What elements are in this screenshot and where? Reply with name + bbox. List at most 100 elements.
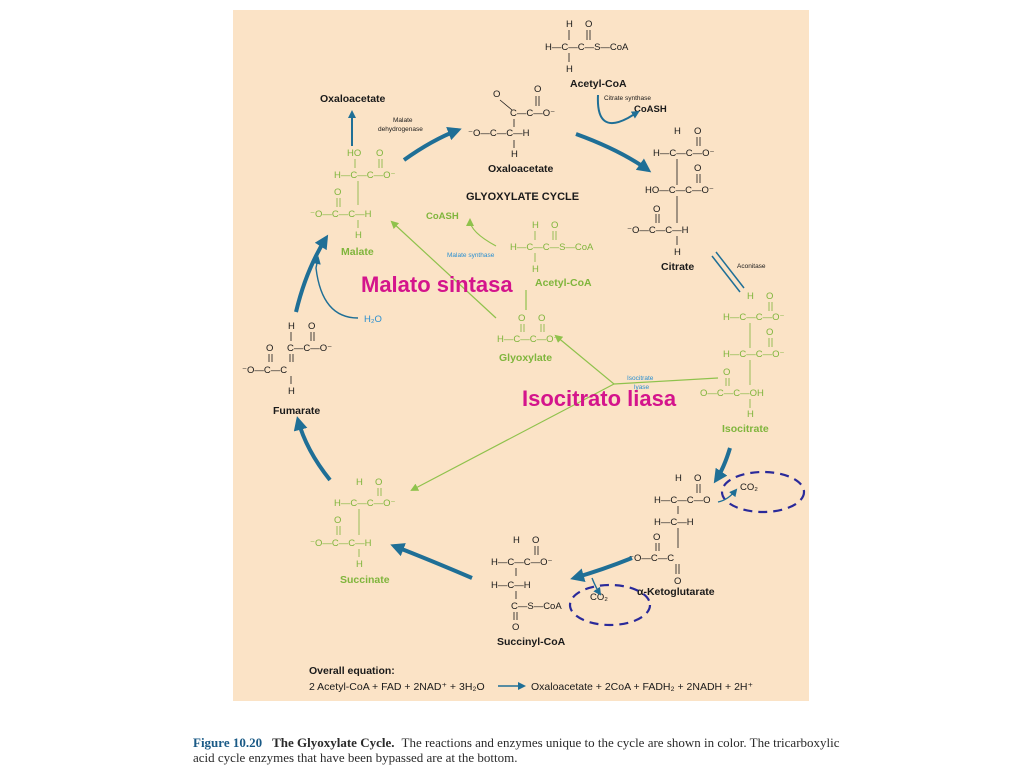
overall-equation-products: Oxaloacetate + 2CoA + FADH₂ + 2NADH + 2H…	[531, 681, 754, 693]
figure-title: The Glyoxylate Cycle.	[272, 735, 395, 750]
co2-a-label: CO₂	[740, 482, 758, 493]
svg-text:C—C—O⁻: C—C—O⁻	[510, 108, 555, 119]
aconitase-label: Aconitase	[737, 263, 766, 270]
svg-text:⁻O—C—C—H: ⁻O—C—C—H	[310, 209, 372, 220]
svg-text:O: O	[694, 163, 701, 174]
svg-text:H: H	[355, 230, 362, 241]
svg-text:H: H	[513, 535, 520, 546]
glyoxylate-structure: O O H—C—C—O⁻	[497, 313, 559, 345]
h2o-label: H₂O	[364, 314, 382, 325]
coash-top-label: CoASH	[634, 104, 667, 115]
isocitrate-lyase-label-line1: Isocitrate	[627, 375, 654, 382]
ketoglutarate-to-succinyl-coa-arrow	[570, 556, 633, 582]
citrate-label: Citrate	[661, 261, 694, 273]
svg-text:⁻O—C—C—H: ⁻O—C—C—H	[627, 225, 689, 236]
svg-text:H—C—C—O⁻: H—C—C—O⁻	[334, 170, 396, 181]
svg-text:⁻O—C—C: ⁻O—C—C	[242, 365, 287, 376]
malate-to-oxaloacetate-cycle-arrow	[402, 127, 462, 162]
glyoxylate-label: Glyoxylate	[499, 352, 552, 364]
fumarate-label: Fumarate	[273, 405, 320, 417]
isocitrato-liasa-annotation: Isocitrato liasa	[522, 386, 677, 411]
svg-text:H: H	[747, 409, 754, 420]
coash-inner-label: CoASH	[426, 211, 459, 222]
svg-text:H—C—C—O⁻: H—C—C—O⁻	[723, 312, 785, 323]
svg-text:H: H	[288, 386, 295, 397]
svg-text:O: O	[308, 321, 315, 332]
svg-text:O—C—C—OH: O—C—C—OH	[700, 388, 764, 399]
co2-a-release-arrow	[717, 488, 738, 503]
alpha-ketoglutarate-structure: H O H—C—C—O H—C—H O ⁻O—C—C O	[629, 473, 710, 587]
isocitrate-structure: H O H—C—C—O⁻ O H—C—C—O⁻ O O—C—C—OH H	[700, 291, 785, 420]
svg-text:O: O	[375, 477, 382, 488]
svg-text:⁻O—C—C—H: ⁻O—C—C—H	[468, 128, 530, 139]
malate-synthase-arrow	[390, 220, 497, 319]
malate-dehydrogenase-label-line1: Malate	[393, 117, 413, 124]
svg-text:H: H	[674, 126, 681, 137]
svg-text:C—C—O⁻: C—C—O⁻	[287, 343, 332, 354]
svg-text:HO—C—C—O⁻: HO—C—C—O⁻	[645, 185, 714, 196]
coash-inner-arrow	[466, 218, 497, 247]
figure-number: Figure 10.20	[193, 735, 263, 750]
coash-release-arrow	[596, 94, 640, 124]
malate-label: Malate	[341, 246, 374, 258]
svg-text:O: O	[532, 535, 539, 546]
isocitrate-lyase-line	[613, 377, 719, 385]
acetyl-coa-top-structure: H O H—C—C—S—CoA H	[545, 19, 629, 75]
svg-text:H: H	[747, 291, 754, 302]
citrate-structure: H O H—C—C—O⁻ O HO—C—C—O⁻ O ⁻O—C—C—H H	[627, 126, 715, 258]
svg-text:O: O	[766, 291, 773, 302]
svg-text:O: O	[266, 343, 273, 354]
svg-text:O: O	[518, 313, 525, 324]
svg-text:O: O	[653, 204, 660, 215]
svg-text:H: H	[532, 220, 539, 231]
alpha-ketoglutarate-label: α-Ketoglutarate	[637, 586, 715, 598]
svg-text:H—C—C—S—CoA: H—C—C—S—CoA	[545, 42, 629, 53]
isocitrate-lyase-label-line2: lyase	[634, 384, 650, 391]
svg-text:O: O	[538, 313, 545, 324]
svg-text:H—C—C—O⁻: H—C—C—O⁻	[497, 334, 559, 345]
svg-text:H: H	[511, 149, 518, 160]
svg-text:H: H	[674, 247, 681, 258]
overall-equation-label: Overall equation:	[309, 665, 395, 677]
cycle-title: GLYOXYLATE CYCLE	[466, 191, 579, 203]
svg-text:H: H	[566, 19, 573, 30]
aconitase-arrow-reverse	[715, 251, 745, 289]
co2-b-ellipse	[568, 583, 652, 627]
fumarate-structure: H O O C—C—O⁻ ⁻O—C—C H	[242, 321, 332, 397]
svg-text:H—C—C—O⁻: H—C—C—O⁻	[723, 349, 785, 360]
svg-text:O: O	[766, 327, 773, 338]
oxaloacetate-top-structure: O O C—C—O⁻ ⁻O—C—C—H H	[468, 84, 555, 160]
svg-text:H—C—C—O: H—C—C—O	[654, 495, 710, 506]
isocitrate-to-ketoglutarate-arrow	[713, 447, 732, 484]
oxaloacetate-to-citrate-arrow	[575, 132, 652, 173]
svg-text:H—C—H: H—C—H	[654, 517, 694, 528]
svg-text:O: O	[585, 19, 592, 30]
svg-text:H: H	[532, 264, 539, 275]
overall-equation-reactants: 2 Acetyl-CoA + FAD + 2NAD⁺ + 3H₂O	[309, 681, 485, 693]
malato-sintasa-annotation: Malato sintasa	[361, 272, 513, 297]
svg-text:O: O	[674, 576, 681, 587]
isocitrate-label: Isocitrate	[722, 423, 769, 435]
caption-text: The reactions and enzymes unique to the …	[193, 735, 840, 765]
svg-text:O: O	[376, 148, 383, 159]
citrate-synthase-label: Citrate synthase	[604, 95, 651, 102]
co2-a-ellipse	[720, 470, 806, 514]
svg-text:O: O	[723, 367, 730, 378]
svg-text:H—C—C—S—CoA: H—C—C—S—CoA	[510, 242, 594, 253]
svg-text:H: H	[288, 321, 295, 332]
svg-text:H: H	[356, 559, 363, 570]
oxaloacetate-top-label: Oxaloacetate	[488, 163, 554, 175]
svg-text:O: O	[493, 89, 500, 100]
succinate-structure: H O H—C—C—O⁻ O ⁻O—C—C—H H	[310, 477, 396, 570]
svg-text:H: H	[675, 473, 682, 484]
acetyl-coa-top-label: Acetyl-CoA	[570, 78, 627, 90]
malate-structure: HO O H—C—C—O⁻ O ⁻O—C—C—H H	[310, 148, 396, 241]
acetyl-coa-inner-label: Acetyl-CoA	[535, 277, 592, 289]
svg-text:O: O	[534, 84, 541, 95]
co2-b-release-arrow	[591, 577, 602, 596]
svg-text:H—C—C—O⁻: H—C—C—O⁻	[491, 557, 553, 568]
succinyl-coa-label: Succinyl-CoA	[497, 636, 566, 648]
svg-text:O: O	[694, 126, 701, 137]
isocitrate-to-glyoxylate-arrow	[554, 334, 615, 385]
